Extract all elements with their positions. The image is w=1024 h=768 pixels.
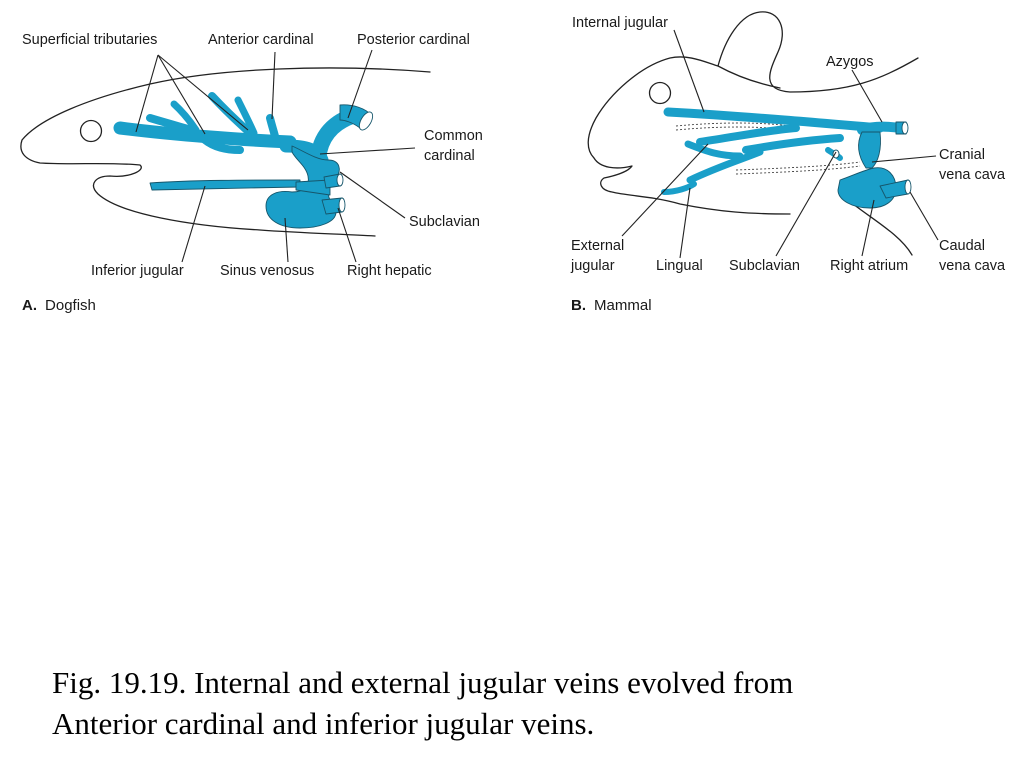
- label-sinus-venosus: Sinus venosus: [220, 263, 314, 279]
- dogfish-leader-lines: [135, 49, 416, 263]
- caption-line-1: Fig. 19.19. Internal and external jugula…: [52, 665, 794, 700]
- label-cranial-vena-cava-line1: Cranial: [939, 147, 985, 163]
- azygos-opening: [901, 121, 909, 135]
- label-subclavian-a: Subclavian: [409, 214, 480, 230]
- label-right-hepatic: Right hepatic: [347, 263, 432, 279]
- posterior-cardinal-opening: [358, 111, 374, 131]
- mammal-ear-line: [717, 65, 781, 89]
- mammal-eye: [648, 81, 672, 105]
- dogfish-veins: [113, 92, 374, 229]
- label-caudal-vena-cava-line1: Caudal: [939, 238, 985, 254]
- mammal-dotted-line-upper: [675, 122, 791, 127]
- caption-line-2: Anterior cardinal and inferior jugular v…: [52, 706, 595, 741]
- panel-b-name: Mammal: [594, 297, 652, 314]
- panel-a-title: A. Dogfish: [22, 297, 96, 314]
- label-external-jugular-line1: External: [571, 238, 624, 254]
- label-right-atrium: Right atrium: [830, 258, 908, 274]
- right-hepatic-opening: [338, 197, 346, 213]
- label-common-cardinal-line1: Common: [424, 128, 483, 144]
- panel-b-title: B. Mammal: [571, 297, 652, 314]
- label-common-cardinal-line2: cardinal: [424, 148, 475, 164]
- label-external-jugular-line2: jugular: [570, 258, 615, 274]
- dogfish-panel: Superficial tributaries Anterior cardina…: [20, 32, 483, 314]
- label-caudal-vena-cava-line2: vena cava: [939, 258, 1006, 274]
- label-posterior-cardinal: Posterior cardinal: [357, 32, 470, 48]
- label-inferior-jugular: Inferior jugular: [91, 263, 184, 279]
- figure-caption: Fig. 19.19. Internal and external jugula…: [52, 662, 992, 744]
- mammal-panel: Internal jugular Azygos Cranial vena cav…: [570, 11, 1006, 314]
- label-superficial-tributaries: Superficial tributaries: [22, 32, 157, 48]
- subclavian-opening-a: [336, 173, 344, 187]
- mammal-dotted-line-lower-2: [735, 165, 861, 175]
- label-azygos: Azygos: [826, 54, 874, 70]
- mammal-leader-lines: [621, 29, 939, 259]
- label-subclavian-b: Subclavian: [729, 258, 800, 274]
- mammal-dotted-line-lower: [735, 161, 861, 171]
- dogfish-eye: [79, 119, 103, 143]
- caudal-vena-cava-opening: [904, 179, 912, 195]
- panel-a-name: Dogfish: [45, 297, 96, 314]
- label-lingual: Lingual: [656, 258, 703, 274]
- mammal-belly-line: [847, 199, 913, 256]
- mammal-outline: [587, 11, 919, 215]
- label-cranial-vena-cava-line2: vena cava: [939, 167, 1006, 183]
- panel-a-letter: A.: [22, 297, 37, 314]
- label-internal-jugular: Internal jugular: [572, 15, 668, 31]
- mammal-veins: [661, 107, 912, 209]
- dogfish-outline: [20, 67, 431, 237]
- panel-b-letter: B.: [571, 297, 586, 314]
- label-anterior-cardinal: Anterior cardinal: [208, 32, 314, 48]
- subclavian-opening-b: [832, 149, 840, 159]
- vein-diagram: Superficial tributaries Anterior cardina…: [20, 11, 1006, 314]
